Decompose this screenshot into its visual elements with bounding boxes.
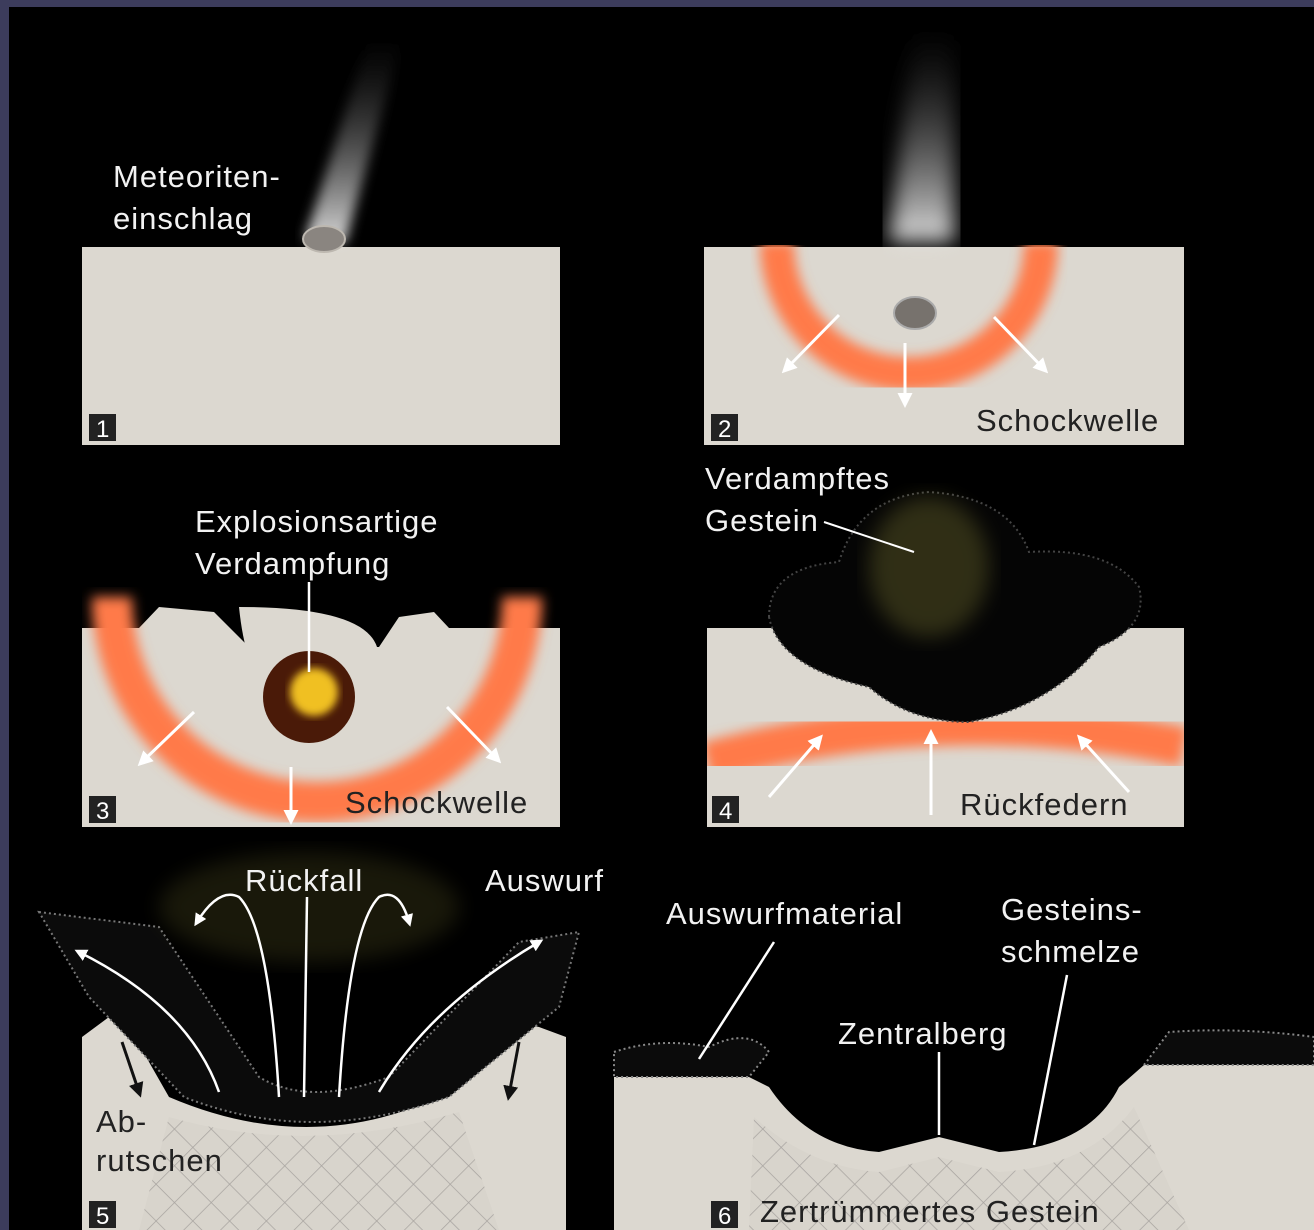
panel-6: Auswurfmaterial Gesteins- schmelze Zentr…	[614, 892, 1314, 1230]
panel-3: Explosionsartige Verdampfung Schockwelle…	[82, 504, 560, 827]
panel-4: Verdampftes Gestein Rückfedern 4	[705, 461, 1184, 827]
ejecta-blanket	[1144, 1030, 1314, 1065]
label-verdampfung: Verdampfung	[195, 546, 390, 581]
label-auswurfmaterial: Auswurfmaterial	[666, 896, 903, 931]
panel-number: 5	[96, 1203, 109, 1230]
label-zentralberg: Zentralberg	[838, 1016, 1008, 1051]
label-einschlag: einschlag	[113, 201, 253, 236]
label-explosionsartige: Explosionsartige	[195, 504, 438, 539]
panel-number: 1	[96, 416, 109, 443]
meteorite	[303, 226, 345, 252]
panel-number: 4	[719, 798, 732, 825]
panel-number: 3	[96, 798, 109, 825]
label-meteoriten: Meteoriten-	[113, 159, 281, 194]
meteorite	[894, 297, 936, 329]
label-rutschen: rutschen	[96, 1143, 223, 1178]
panel-1: Meteoriten- einschlag 1	[82, 37, 560, 445]
label-rueckfedern: Rückfedern	[960, 787, 1129, 822]
label-auswurf: Auswurf	[485, 863, 604, 898]
panel-5: Rückfall Auswurf Ab- rutschen 5	[39, 852, 604, 1230]
vapor-glow	[869, 497, 989, 637]
label-zertruemmertes-gestein: Zertrümmertes Gestein	[760, 1194, 1100, 1229]
label-gesteins: Gesteins-	[1001, 892, 1143, 927]
meteor-trail	[305, 37, 401, 243]
ground-block	[82, 247, 560, 445]
panel-number: 6	[718, 1203, 731, 1230]
label-gestein: Gestein	[705, 503, 819, 538]
label-schockwelle: Schockwelle	[976, 403, 1159, 438]
label-ab: Ab-	[96, 1104, 147, 1139]
label-schmelze: schmelze	[1001, 934, 1140, 969]
label-verdampftes: Verdampftes	[705, 461, 890, 496]
label-rueckfall: Rückfall	[245, 863, 363, 898]
label-schockwelle: Schockwelle	[345, 785, 528, 820]
panel-number: 2	[718, 416, 731, 443]
pointer-line	[1034, 975, 1067, 1145]
vaporization-core	[290, 668, 338, 716]
impact-crater-diagram: Meteoriten- einschlag 1 Schockwelle 2 Ex…	[9, 7, 1314, 1230]
panel-2: Schockwelle 2	[704, 27, 1184, 445]
ejecta-blanket	[614, 1038, 769, 1077]
vapor-plume	[889, 27, 954, 242]
